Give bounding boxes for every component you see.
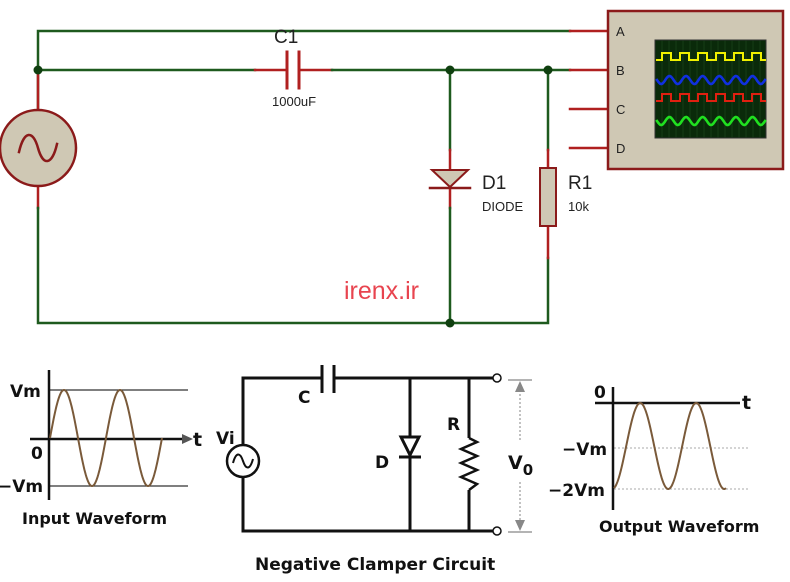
r1-ref-label: R1	[568, 173, 592, 194]
input-vm-label: Vm	[10, 382, 41, 402]
c1-value-label: 1000uF	[272, 94, 316, 109]
input-sine-curve	[49, 388, 163, 488]
clamper-schematic	[225, 365, 532, 536]
clamper-title: Negative Clamper Circuit	[255, 555, 495, 575]
output-voltage-main: V	[508, 452, 523, 474]
d1-ref-label: D1	[482, 173, 506, 194]
scope-channel-c-label: C	[616, 102, 625, 117]
diode-icon[interactable]	[429, 169, 471, 189]
sine-glyph-icon	[17, 133, 59, 163]
c1-ref-label: C1	[274, 27, 298, 48]
watermark: irenx.ir	[344, 277, 419, 305]
diode-label: D	[375, 453, 389, 473]
wire-top-left	[241, 376, 322, 448]
scope-channel-b-label: B	[616, 63, 625, 78]
diode-symbol-icon	[398, 435, 422, 459]
input-t-arrow-icon	[182, 434, 193, 444]
output-terminal-bottom[interactable]	[492, 526, 502, 536]
junction-dot	[543, 65, 553, 75]
input-waveform: Vm 0 −Vm t Input Waveform	[0, 370, 202, 528]
clamper-labels: C Vi D R V0 Negative Clamper Circuit	[216, 388, 533, 575]
output-waveform: 0 t −Vm −2Vm Output Waveform	[548, 383, 759, 536]
scope-channel-d-label: D	[616, 141, 625, 156]
oscilloscope-traces	[655, 52, 767, 127]
resistor-icon[interactable]	[539, 167, 557, 227]
resistor-zigzag-icon	[457, 436, 481, 491]
output-waveform-title: Output Waveform	[599, 517, 759, 536]
junction-dot	[33, 65, 43, 75]
junction-dot	[445, 65, 455, 75]
oscilloscope-grid	[661, 40, 761, 138]
source-label: Vi	[216, 429, 235, 449]
source-sine-glyph-icon	[232, 453, 254, 469]
input-zero-label: 0	[31, 444, 43, 464]
input-waveform-title: Input Waveform	[22, 509, 167, 528]
scope-trace-b	[655, 74, 767, 86]
junction-dot	[445, 318, 455, 328]
resistor-label: R	[447, 415, 460, 435]
scope-trace-a	[656, 52, 766, 61]
wire-bottom	[241, 474, 493, 533]
output-neg-vm-label: −Vm	[562, 440, 607, 460]
output-zero-label: 0	[594, 383, 606, 403]
scope-trace-d	[655, 115, 767, 127]
r1-value-label: 10k	[568, 199, 589, 214]
d1-value-label: DIODE	[482, 199, 524, 214]
output-voltage-label: V0	[508, 452, 533, 479]
output-sine-curve	[613, 402, 727, 490]
output-terminal-top[interactable]	[492, 373, 502, 383]
output-neg-2vm-label: −2Vm	[548, 481, 605, 501]
scope-trace-c	[656, 93, 766, 102]
vo-arrow-up-icon	[515, 381, 525, 392]
input-t-label: t	[193, 429, 202, 451]
input-neg-vm-label: −Vm	[0, 477, 43, 497]
simulation-schematic	[0, 9, 785, 328]
wire-ground	[36, 206, 550, 325]
scope-channel-a-label: A	[616, 24, 625, 39]
simulation-labels: C1 1000uF D1 DIODE R1 10k A B C D irenx.…	[272, 24, 625, 305]
vo-arrow-down-icon	[515, 520, 525, 531]
output-voltage-sub: 0	[523, 461, 533, 479]
capacitor-label: C	[298, 388, 310, 408]
output-t-label: t	[742, 392, 751, 414]
